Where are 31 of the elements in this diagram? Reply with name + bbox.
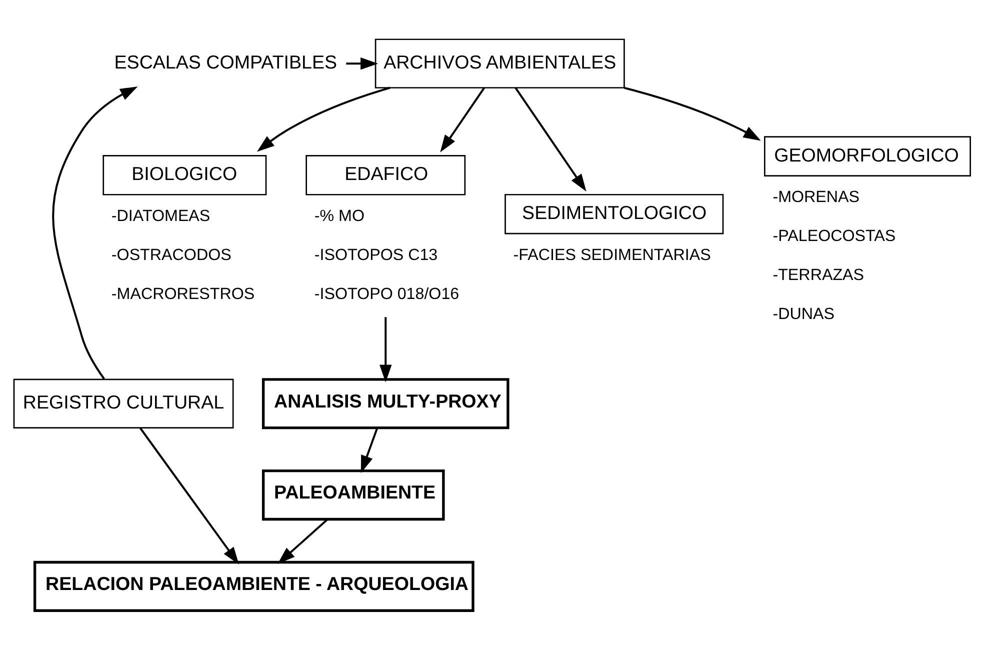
node-box: REGISTRO CULTURAL — [13, 378, 234, 428]
node-label: -DIATOMEAS — [111, 206, 210, 225]
node-box: GEOMORFOLOGICO — [764, 136, 971, 176]
node-label: -DUNAS — [772, 305, 834, 324]
node-label: -% MO — [314, 206, 365, 225]
node-label: -FACIES SEDIMENTARIAS — [513, 246, 711, 264]
arrow — [52, 86, 138, 380]
node-box: RELACION PALEOAMBIENTE - ARQUEOLOGIA — [33, 560, 474, 612]
node-label: -PALEOCOSTAS — [772, 227, 896, 246]
node-label: -ISOTOPO 018/O16 — [314, 284, 460, 303]
node-box: PALEOAMBIENTE — [262, 469, 445, 521]
arrow — [278, 518, 328, 564]
node-box: ARCHIVOS AMBIENTALES — [374, 38, 625, 88]
node-label: -TERRAZAS — [772, 266, 864, 284]
node-box: ANALISIS MULTY-PROXY — [262, 378, 510, 430]
arrow — [139, 428, 239, 564]
node-box: EDAFICO — [306, 154, 466, 196]
arrow — [514, 87, 586, 192]
arrow — [360, 428, 378, 474]
node-label: -MACRORESTROS — [111, 284, 255, 303]
node-label: -MORENAS — [772, 188, 860, 206]
node-box: SEDIMENTOLOGICO — [504, 194, 724, 234]
arrow — [440, 87, 486, 152]
arrow — [624, 86, 761, 141]
arrow — [256, 86, 390, 152]
node-label: -ISOTOPOS C13 — [314, 246, 438, 264]
arrow — [346, 57, 378, 70]
node-label: -OSTRACODOS — [111, 246, 232, 264]
node-box: BIOLOGICO — [102, 154, 267, 196]
node-text: ESCALAS COMPATIBLES — [114, 52, 338, 73]
arrow — [380, 317, 392, 382]
